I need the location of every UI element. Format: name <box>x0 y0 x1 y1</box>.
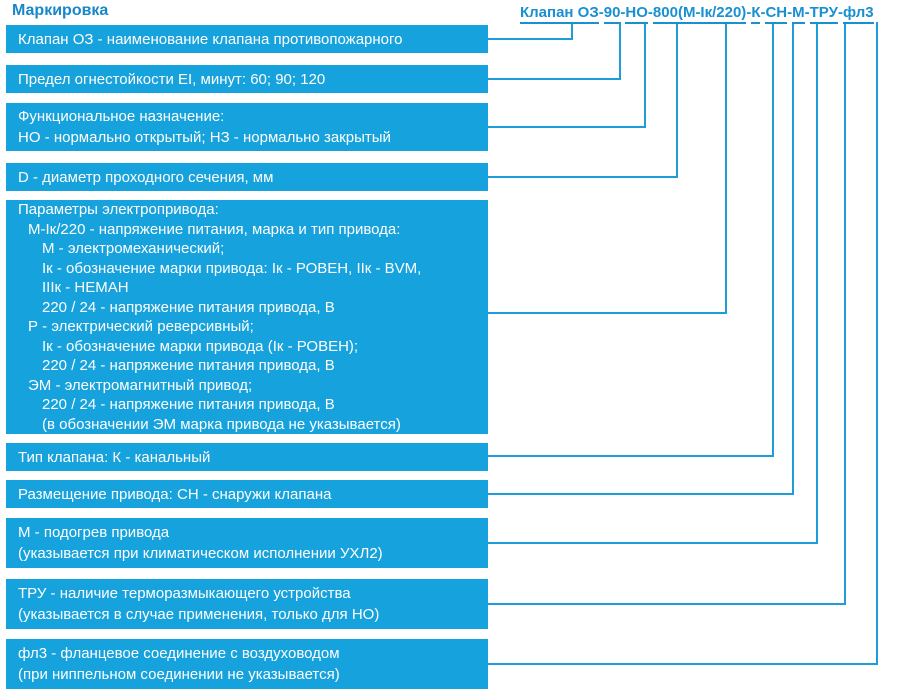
actuator-parameters-box: Параметры электропривода: М-Iк/220 - нап… <box>6 200 488 434</box>
box-line: Iк - обозначение марки привода: Iк - РОВ… <box>42 259 422 277</box>
marking-segment-actuator-heating: М <box>792 4 805 24</box>
box-line: (указывается в случае применения, только… <box>18 606 380 623</box>
marking-separator: - <box>647 4 653 21</box>
box-line: (в обозначении ЭМ марка привода не указы… <box>42 415 401 433</box>
box-line: ЭМ - электромагнитный привод; <box>28 376 253 394</box>
marking-segment-actuator-placement: СН <box>765 4 788 24</box>
box-line: 220 / 24 - напряжение питания привода, В <box>42 396 335 413</box>
box-line: Р - электрический реверсивный; <box>28 318 254 335</box>
marking-segment-fire-resistance: 90 <box>603 4 621 24</box>
fire-resistance-box: Предел огнестойкости EI, минут: 60; 90; … <box>6 65 488 93</box>
marking-segment-valve-type: К <box>751 4 761 24</box>
diameter-box: D - диаметр проходного сечения, мм <box>6 163 488 191</box>
valve-name-box: Клапан ОЗ - наименование клапана противо… <box>6 25 488 53</box>
marking-separator: - <box>746 4 752 21</box>
connector-fire-resistance <box>487 22 621 80</box>
box-line: Клапан ОЗ - наименование клапана противо… <box>18 30 403 48</box>
connector-flange-connection <box>487 22 878 665</box>
valve-type-box: Тип клапана: К - канальный <box>6 443 488 471</box>
box-line: НО - нормально открытый; НЗ - нормально … <box>18 129 391 146</box>
box-line: Iк - обозначение марки привода (Iк - РОВ… <box>42 337 359 355</box>
marking-segment-flange-connection: фл3 <box>842 4 874 24</box>
connector-valve-name <box>487 22 573 40</box>
box-line: ТРУ - наличие терморазмыкающего устройст… <box>18 585 351 602</box>
connector-functional-purpose <box>487 22 646 128</box>
marking-code: Клапан ОЗ-90-НО-800(М-Iк/220)-К-СН-М-ТРУ… <box>520 4 874 24</box>
box-line: Тип клапана: К - канальный <box>18 448 211 466</box>
box-line: М - подогрев привода <box>18 524 170 541</box>
box-line: Функциональное назначение: <box>18 108 225 125</box>
actuator-placement-box: Размещение привода: СН - снаружи клапана <box>6 480 488 508</box>
box-line: 220 / 24 - напряжение питания привода, В <box>42 357 335 374</box>
marking-separator: - <box>804 4 810 21</box>
box-line: Предел огнестойкости EI, минут: 60; 90; … <box>18 70 326 88</box>
box-line: (при ниппельном соединении не указываетс… <box>18 666 340 683</box>
connector-valve-type <box>487 22 774 457</box>
connector-diameter <box>487 22 678 178</box>
box-line: Параметры электропривода: <box>18 201 219 218</box>
box-line: М - электромеханический; <box>42 240 225 257</box>
connector-actuator-placement <box>487 22 794 495</box>
box-line: 220 / 24 - напряжение питания привода, В <box>42 298 335 316</box>
marking-segment-functional-purpose: НО <box>625 4 648 24</box>
actuator-heating-box: М - подогрев привода (указывается при кл… <box>6 518 488 568</box>
marking-separator: - <box>760 4 766 21</box>
marking-separator: - <box>787 4 793 21</box>
marking-separator: - <box>620 4 626 21</box>
marking-separator: - <box>598 4 604 21</box>
marking-segment-thermal-release: ТРУ <box>809 4 838 24</box>
functional-purpose-box: Функциональное назначение: НО - нормальн… <box>6 103 488 151</box>
box-line: фл3 - фланцевое соединение с воздуховодо… <box>18 645 340 662</box>
marking-separator: - <box>837 4 843 21</box>
marking-segment-diameter-actuator: 800(М-Iк/220) <box>652 4 747 24</box>
flange-connection-box: фл3 - фланцевое соединение с воздуховодо… <box>6 639 488 689</box>
box-line: IIIк - НЕМАН <box>42 279 129 296</box>
marking-segment-valve-name: Клапан ОЗ <box>520 4 599 24</box>
thermal-release-box: ТРУ - наличие терморазмыкающего устройст… <box>6 579 488 629</box>
connector-actuator-parameters <box>487 22 727 314</box>
connector-thermal-release <box>487 22 846 605</box>
box-line: D - диаметр проходного сечения, мм <box>18 168 274 186</box>
page-title: Маркировка <box>12 2 109 19</box>
connector-actuator-heating <box>487 22 818 544</box>
box-line: (указывается при климатическом исполнени… <box>18 545 383 562</box>
box-line: Размещение привода: СН - снаружи клапана <box>18 485 332 503</box>
box-line: М-Iк/220 - напряжение питания, марка и т… <box>28 220 401 238</box>
